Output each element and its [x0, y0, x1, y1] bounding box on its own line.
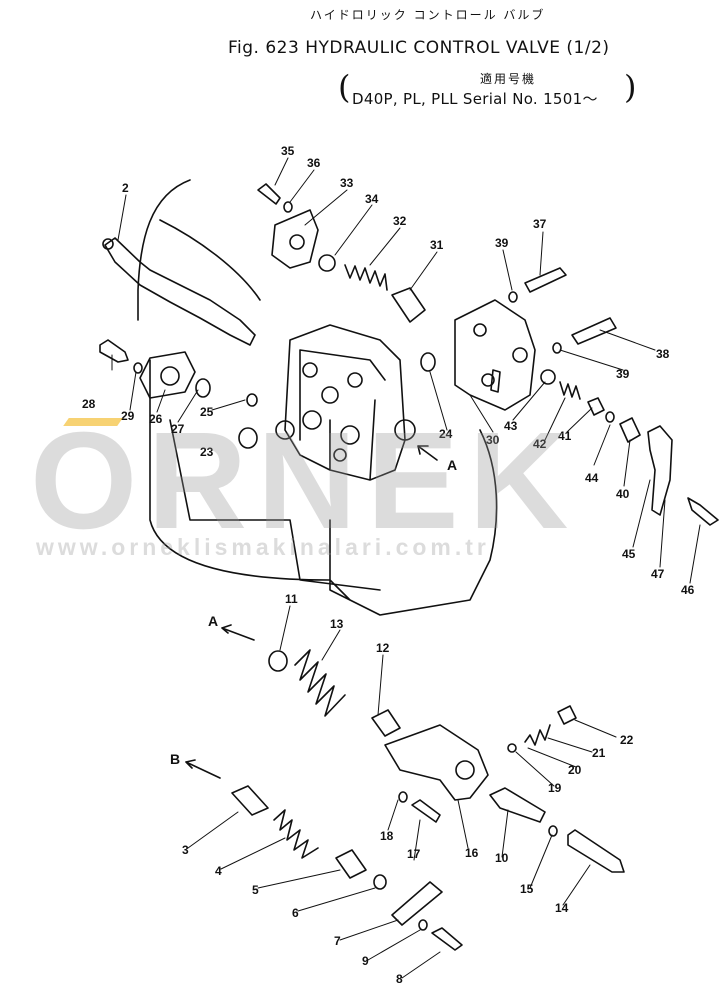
figure-title-japanese: ハイドロリック コントロール バルブ [310, 8, 546, 22]
bolt-35 [257, 183, 281, 205]
callout-17: 17 [407, 847, 421, 861]
plug-22 [557, 705, 577, 725]
spring-21 [524, 724, 551, 746]
bolt-17 [411, 799, 441, 823]
flange-33 [271, 209, 319, 269]
spool-2 [104, 237, 256, 346]
callout-36: 36 [307, 156, 321, 170]
callout-14: 14 [555, 901, 569, 915]
callout-22: 22 [620, 733, 634, 747]
bolt-38 [571, 317, 617, 345]
callout-32: 32 [393, 214, 407, 228]
callout-33: 33 [340, 176, 354, 190]
applicability-japanese: 適用号機 [480, 72, 537, 86]
bolt-8 [431, 927, 463, 951]
valve-body [284, 324, 406, 481]
sleeve-12 [371, 709, 401, 737]
sleeve-31 [391, 287, 426, 323]
callout-23: 23 [200, 445, 214, 459]
port-arrow-a-2 [221, 624, 255, 641]
callout-19: 19 [548, 781, 562, 795]
serial-close-paren: ) [624, 68, 637, 106]
watermark-url: www.orneklismakinalari.com.tr [36, 534, 490, 560]
callout-20: 20 [568, 763, 582, 777]
callout-39b: 39 [616, 367, 630, 381]
plug-41 [587, 397, 605, 416]
spring-32 [344, 264, 388, 291]
sleeve-3 [231, 785, 269, 816]
callout-13: 13 [330, 617, 344, 631]
plug-10 [489, 787, 546, 823]
port-label-a-upper: A [447, 457, 457, 473]
callout-31: 31 [430, 238, 444, 252]
spring-4 [273, 809, 319, 859]
callout-28: 28 [82, 397, 96, 411]
callout-43: 43 [504, 419, 518, 433]
callout-11: 11 [285, 592, 298, 606]
callout-37: 37 [533, 217, 547, 231]
callout-44: 44 [585, 471, 599, 485]
block-16 [384, 724, 489, 801]
callout-45: 45 [622, 547, 636, 561]
applicability-serial: D40P, PL, PLL Serial No. 1501～ [352, 90, 598, 108]
callout-7: 7 [334, 934, 341, 948]
port-label-a-lower: A [208, 613, 218, 629]
link-7 [391, 881, 443, 926]
port-label-b: B [170, 751, 180, 767]
spring-42 [559, 381, 581, 400]
callout-41: 41 [558, 429, 572, 443]
leader-lines [111, 157, 701, 979]
bracket-47 [647, 425, 673, 516]
plug-5 [335, 849, 367, 879]
housing-outline [137, 179, 498, 616]
callout-10: 10 [495, 851, 509, 865]
callout-39: 39 [495, 236, 509, 250]
callout-labels: 35 36 33 34 32 31 2 39 37 28 29 26 27 25… [82, 144, 695, 985]
callout-46: 46 [681, 583, 695, 597]
callout-5: 5 [252, 883, 259, 897]
callout-24: 24 [439, 427, 453, 441]
callout-40: 40 [616, 487, 630, 501]
callout-29: 29 [121, 409, 135, 423]
callout-26: 26 [149, 412, 163, 426]
flange-26 [139, 351, 196, 399]
callout-27: 27 [171, 422, 185, 436]
bolt-14 [567, 829, 625, 873]
figure-title: Fig. 623 HYDRAULIC CONTROL VALVE (1/2) [228, 38, 610, 58]
callout-18: 18 [380, 829, 394, 843]
callout-34: 34 [365, 192, 379, 206]
callout-38: 38 [656, 347, 670, 361]
callout-35: 35 [281, 144, 295, 158]
port-arrow-a-1 [417, 445, 438, 461]
port-arrow-b [185, 759, 221, 779]
callout-12: 12 [376, 641, 390, 655]
plug-40 [619, 417, 641, 443]
bolt-28 [99, 339, 129, 363]
callout-25: 25 [200, 405, 214, 419]
spring-13 [294, 649, 346, 717]
callout-4: 4 [215, 864, 222, 878]
callout-3: 3 [182, 843, 189, 857]
callout-21: 21 [592, 746, 606, 760]
callout-15: 15 [520, 882, 534, 896]
callout-2: 2 [122, 181, 129, 195]
callout-47: 47 [651, 567, 665, 581]
bolt-46 [687, 497, 719, 526]
callout-8: 8 [396, 972, 403, 985]
cover-30 [454, 299, 536, 411]
callout-16: 16 [465, 846, 479, 860]
callout-30: 30 [486, 433, 500, 447]
serial-open-paren: ( [338, 68, 351, 106]
callout-6: 6 [292, 906, 299, 920]
watermark-brand: ORNEK [30, 404, 579, 558]
callout-9: 9 [362, 954, 369, 968]
bolt-37 [524, 267, 567, 293]
callout-42: 42 [533, 437, 547, 451]
